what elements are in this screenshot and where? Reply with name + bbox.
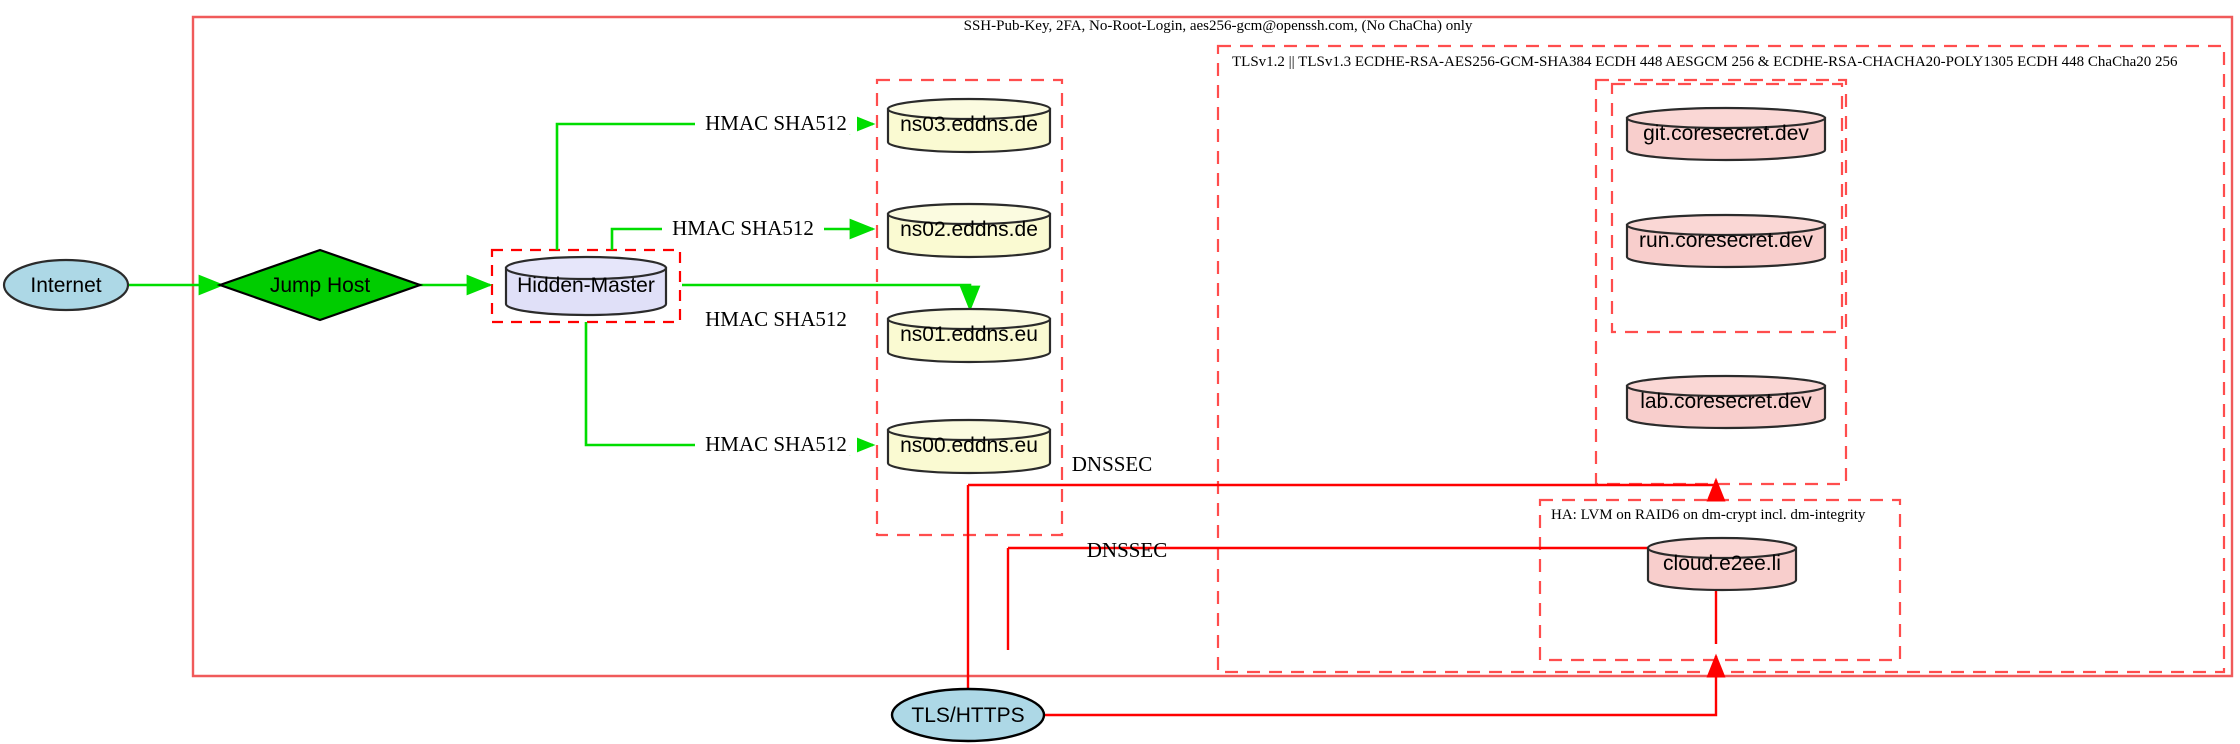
ssh-boundary-label: SSH-Pub-Key, 2FA, No-Root-Login, aes256-… [964,18,1473,34]
node-hidden-master[interactable]: Hidden-Master [504,255,668,317]
node-ns03[interactable]: ns03.eddns.de [886,97,1052,154]
node-jump-host-label: Jump Host [270,274,371,297]
dns-cluster-boundary [875,78,1064,537]
dnssec-and-tls-edges [966,477,1726,717]
node-lab-coresecret-dev[interactable]: lab.coresecret.dev [1625,374,1827,430]
node-tls-https-label: TLS/HTTPS [911,704,1024,727]
node-cloud-label: cloud.e2ee.li [1663,552,1781,575]
tls-boundary-label: TLSv1.2 || TLSv1.3 ECDHE-RSA-AES256-GCM-… [1232,54,2178,70]
dnssec-edge-labels: DNSSEC DNSSEC [1072,452,1168,562]
ssh-security-boundary [191,15,2234,678]
dnssec-label-upper: DNSSEC [1072,452,1153,476]
node-git-coresecret-dev[interactable]: git.coresecret.dev [1625,106,1827,162]
node-tls-https[interactable]: TLS/HTTPS [890,687,1046,743]
node-ns02-label: ns02.eddns.de [900,218,1038,241]
hmac-label-ns03: HMAC SHA512 [705,111,847,135]
node-jump-host[interactable]: Jump Host [216,248,424,322]
hmac-label-ns00: HMAC SHA512 [705,432,847,456]
node-ns03-label: ns03.eddns.de [900,113,1038,136]
node-run-coresecret-dev[interactable]: run.coresecret.dev [1625,213,1827,269]
node-lab-label: lab.coresecret.dev [1640,390,1812,413]
node-ns01[interactable]: ns01.eddns.eu [886,307,1052,364]
hmac-edge-labels: HMAC SHA512 HMAC SHA512 HMAC SHA512 HMAC… [662,111,857,456]
node-internet-label: Internet [30,274,101,297]
node-ns02[interactable]: ns02.eddns.de [886,202,1052,259]
node-ns00-label: ns00.eddns.eu [900,434,1038,457]
hmac-label-ns01: HMAC SHA512 [705,307,847,331]
node-cloud-e2ee-li[interactable]: cloud.e2ee.li [1646,536,1798,592]
node-run-label: run.coresecret.dev [1639,229,1813,252]
coresecret-inner-cluster [1610,82,1844,334]
node-ns01-label: ns01.eddns.eu [900,323,1038,346]
ha-boundary-label: HA: LVM on RAID6 on dm-crypt incl. dm-in… [1551,507,1866,523]
dnssec-label-lower: DNSSEC [1087,538,1168,562]
node-hidden-master-label: Hidden-Master [517,274,655,297]
hmac-label-ns02: HMAC SHA512 [672,216,814,240]
node-internet[interactable]: Internet [2,258,130,312]
node-git-label: git.coresecret.dev [1643,122,1809,145]
node-ns00[interactable]: ns00.eddns.eu [886,418,1052,475]
